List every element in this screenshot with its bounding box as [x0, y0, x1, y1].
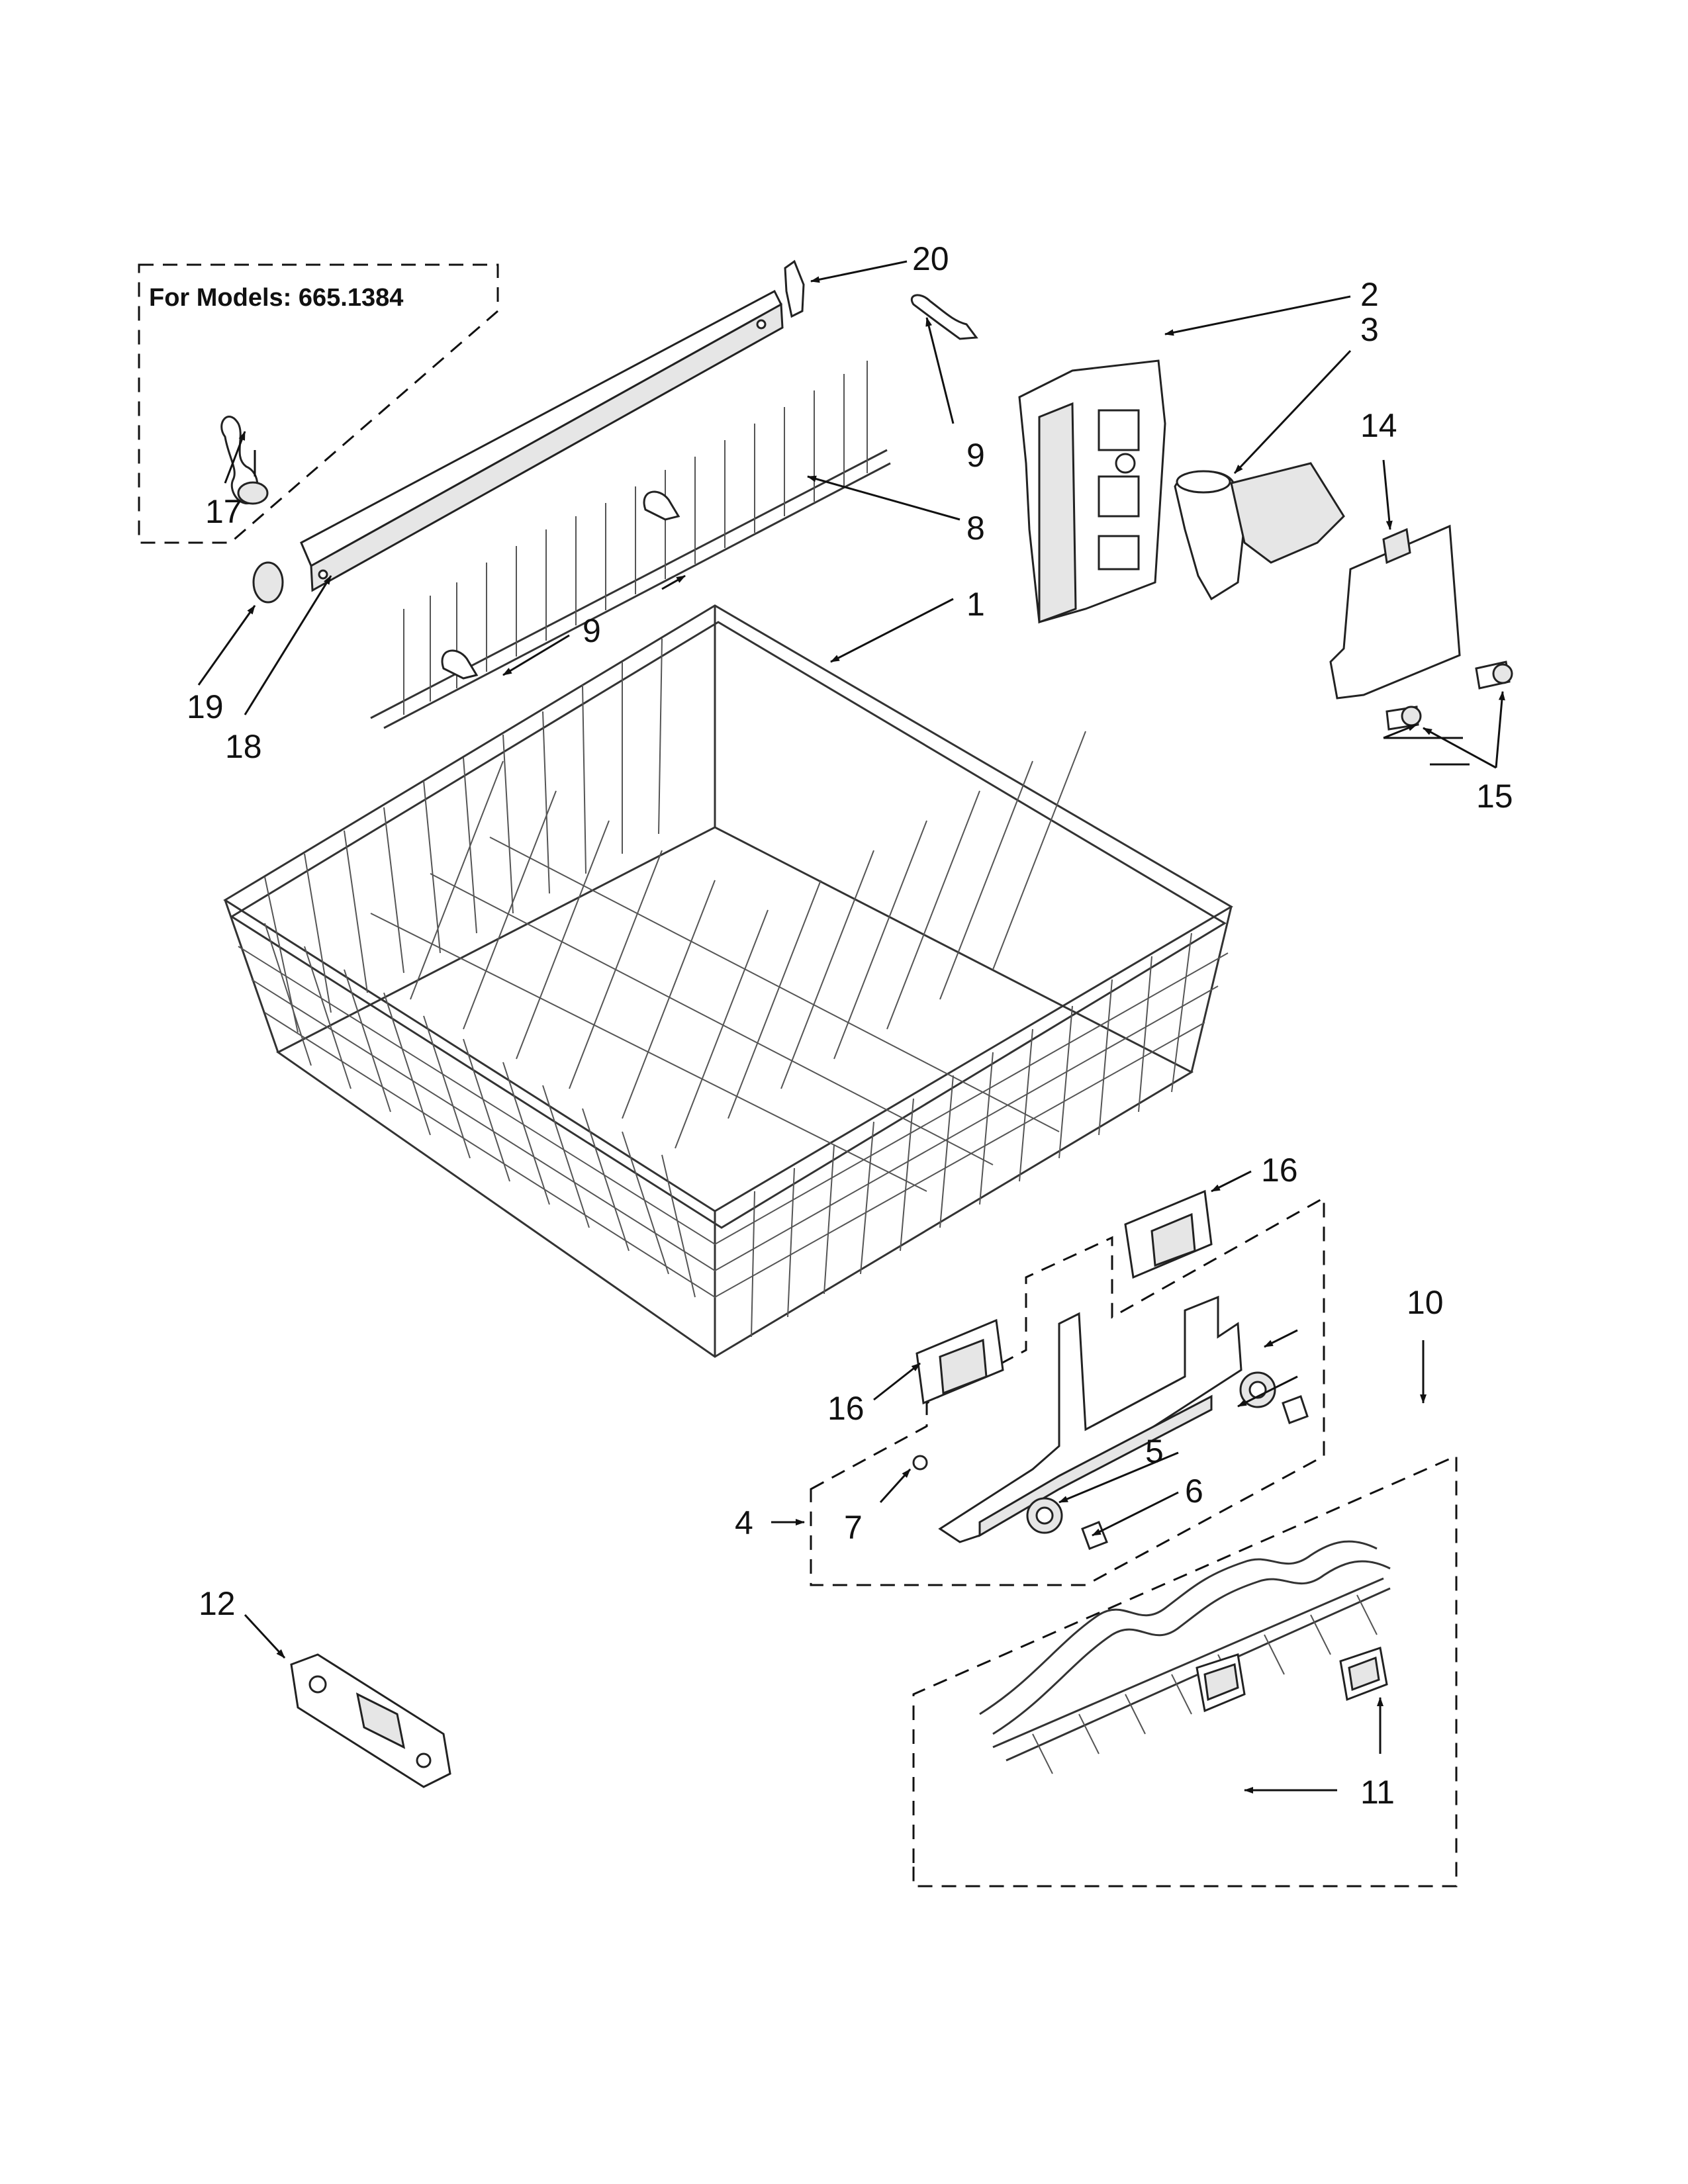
part-17-clip — [220, 416, 269, 505]
callout-16a: 16 — [1261, 1152, 1298, 1189]
callout-3: 3 — [1360, 311, 1379, 348]
callout-labels: 20 2 3 14 9 8 1 9 19 18 17 15 16 16 10 5… — [187, 240, 1513, 1811]
callout-9b: 9 — [583, 612, 601, 649]
leader-lines — [197, 260, 1505, 1794]
callout-7: 7 — [844, 1509, 863, 1546]
part-20-clip — [784, 259, 805, 318]
callout-12: 12 — [199, 1585, 236, 1622]
callout-16b: 16 — [827, 1390, 865, 1427]
part-10-assembly-box — [912, 1454, 1458, 1888]
callout-14: 14 — [1360, 407, 1397, 444]
callout-2: 2 — [1360, 276, 1379, 313]
part-18-rail — [300, 289, 784, 592]
callout-18: 18 — [225, 728, 262, 765]
callout-5: 5 — [1145, 1433, 1164, 1470]
part-1-upper-rack — [223, 604, 1233, 1358]
models-option-box: For Models: 665.1384 — [138, 263, 499, 544]
callout-11: 11 — [1360, 1774, 1395, 1811]
part-19-end-cap — [252, 561, 284, 604]
callout-6: 6 — [1185, 1473, 1203, 1510]
part-2-adjuster-housing — [1018, 359, 1166, 624]
part-4-assembly-box — [810, 1189, 1325, 1586]
callout-4: 4 — [735, 1504, 753, 1541]
callout-1: 1 — [966, 586, 985, 623]
part-3-adjuster-handle — [1174, 462, 1345, 601]
callout-20: 20 — [912, 240, 949, 277]
part-15-screws — [1385, 660, 1513, 731]
part-9-clip-top — [911, 294, 978, 340]
part-14-cover — [1329, 524, 1461, 700]
callout-17: 17 — [205, 493, 242, 530]
part-8-tine-row — [370, 361, 891, 729]
callout-8: 8 — [966, 510, 985, 547]
callout-19: 19 — [187, 688, 224, 725]
callout-10: 10 — [1407, 1284, 1444, 1321]
part-12-bracket — [290, 1653, 451, 1788]
models-label: For Models: 665.1384 — [149, 284, 403, 312]
callout-9a: 9 — [966, 437, 985, 474]
callout-15: 15 — [1476, 778, 1513, 815]
